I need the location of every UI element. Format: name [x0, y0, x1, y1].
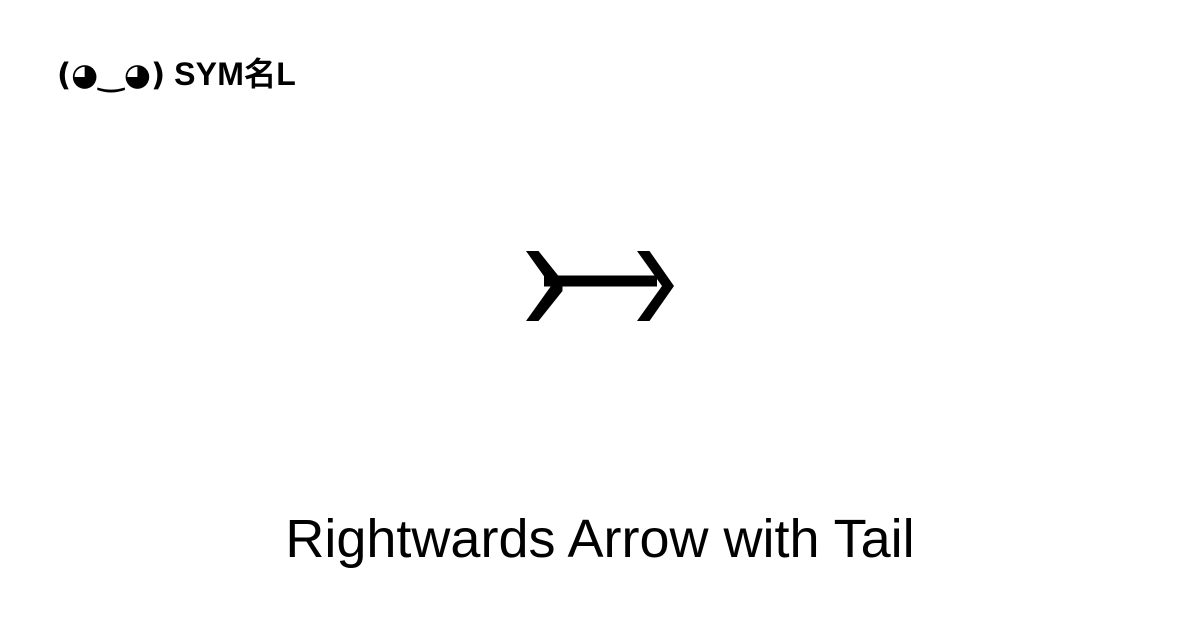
- logo-wordmark: SYM名L: [174, 58, 296, 90]
- logo-wordmark-suffix: L: [276, 56, 297, 92]
- site-logo[interactable]: (◕‿◕) SYM名L: [57, 58, 296, 91]
- character-name-caption: Rightwards Arrow with Tail: [285, 509, 915, 569]
- logo-wordmark-prefix: SYM: [174, 56, 245, 92]
- glyph-preview-stage: [0, 196, 1200, 376]
- logo-wordmark-cjk: 名: [244, 55, 277, 93]
- rightwards-arrow-with-tail-icon: [526, 251, 674, 321]
- kaomoji-face-icon: (◕‿◕): [57, 57, 166, 93]
